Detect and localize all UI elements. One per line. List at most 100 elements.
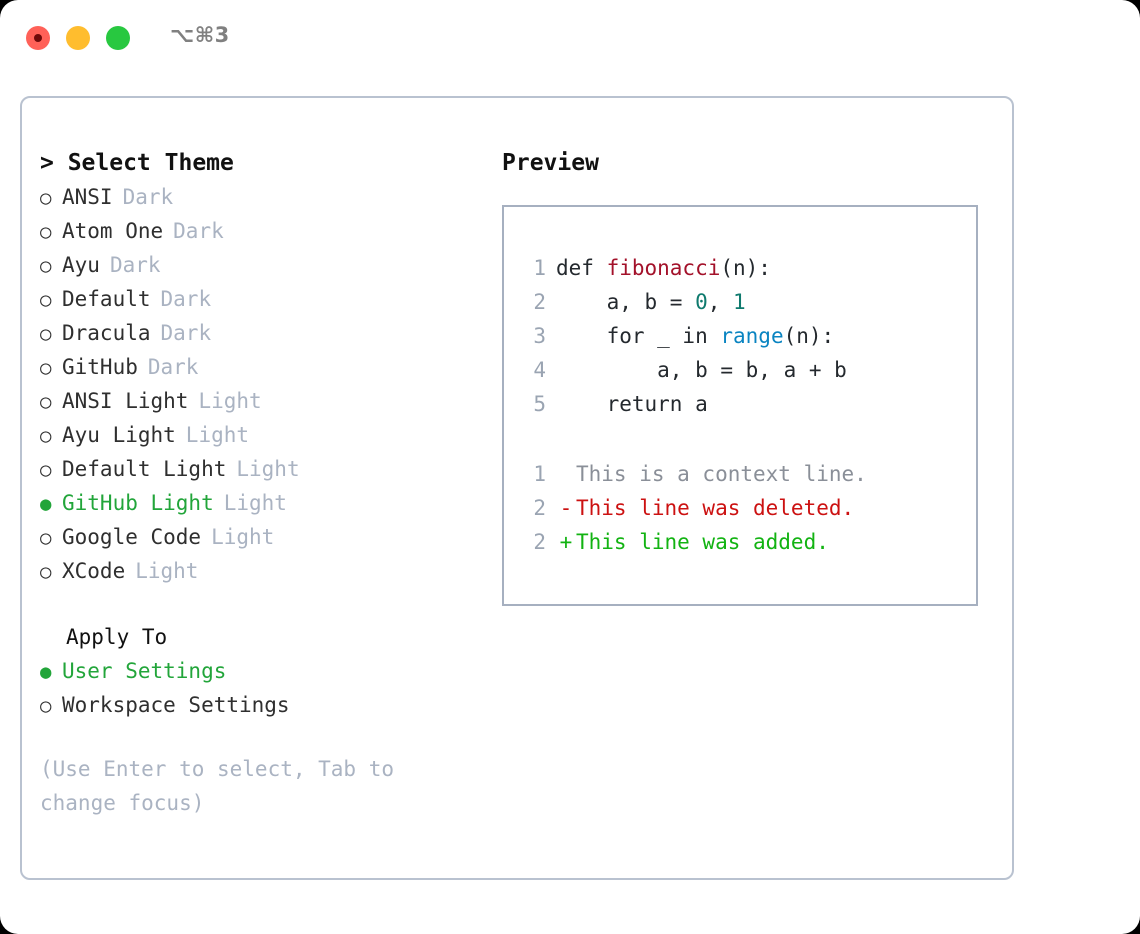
code-line: 2 a, b = 0, 1	[518, 285, 970, 319]
diff-line-context: 1 This is a context line.	[518, 457, 970, 491]
diff-marker-icon: -	[559, 496, 573, 520]
theme-option-xcode[interactable]: ○ XCode Light	[40, 554, 490, 588]
radio-unselected-icon: ○	[40, 561, 52, 583]
minimize-window-button[interactable]	[66, 26, 90, 50]
code-line-content: def fibonacci(n):	[556, 251, 771, 285]
theme-option-default[interactable]: ○ Default Dark	[40, 282, 490, 316]
apply-to-list[interactable]: ● User Settings ○ Workspace Settings	[40, 654, 490, 722]
theme-option-github-light[interactable]: ● GitHub Light Light	[40, 486, 490, 520]
code-line-content: a, b = b, a + b	[556, 353, 847, 387]
diff-sample: 1 This is a context line. 2-This line was…	[518, 457, 970, 559]
line-number: 2	[533, 530, 546, 554]
theme-name: Ayu	[62, 253, 100, 277]
window-traffic-lights	[26, 26, 130, 50]
select-theme-heading: > Select Theme	[40, 150, 234, 176]
code-line: 3 for _ in range(n):	[518, 319, 970, 353]
theme-variant-tag: Dark	[160, 287, 212, 311]
line-number: 4	[533, 358, 546, 382]
theme-variant-tag: Dark	[173, 219, 224, 243]
diff-line-text: This is a context line.	[576, 462, 867, 486]
theme-name: Default	[62, 287, 151, 311]
theme-option-google-code[interactable]: ○ Google Code Light	[40, 520, 490, 554]
line-number: 1	[533, 462, 546, 486]
theme-variant-tag: Dark	[160, 321, 212, 345]
code-line-content: for _ in range(n):	[556, 319, 835, 353]
radio-unselected-icon: ○	[40, 459, 52, 481]
radio-unselected-icon: ○	[40, 695, 52, 717]
theme-name: ANSI	[62, 185, 113, 209]
line-number: 2	[533, 496, 546, 520]
theme-variant-tag: Light	[236, 457, 300, 481]
radio-unselected-icon: ○	[40, 323, 52, 345]
radio-unselected-icon: ○	[40, 289, 52, 311]
line-number: 5	[533, 392, 546, 416]
radio-unselected-icon: ○	[40, 221, 52, 243]
diff-line-text: This line was added.	[576, 530, 829, 554]
theme-option-ayu-light[interactable]: ○ Ayu Light Light	[40, 418, 490, 452]
preview-heading: Preview	[502, 150, 599, 176]
radio-selected-icon: ●	[40, 661, 52, 683]
theme-option-atom-one[interactable]: ○ Atom One Dark	[40, 214, 490, 248]
theme-variant-tag: Dark	[122, 185, 174, 209]
theme-name: ANSI Light	[62, 389, 189, 413]
theme-name: GitHub Light	[62, 491, 214, 515]
keyboard-hint-text: (Use Enter to select, Tab to change focu…	[40, 757, 395, 815]
theme-option-ansi-light[interactable]: ○ ANSI Light Light	[40, 384, 490, 418]
theme-variant-tag: Light	[185, 423, 250, 447]
code-token: ,	[707, 290, 734, 314]
code-line: 1 def fibonacci(n):	[518, 251, 970, 285]
radio-selected-icon: ●	[40, 493, 52, 515]
code-token: 0	[695, 290, 708, 314]
theme-name: Dracula	[62, 321, 151, 345]
code-line-content: return a	[556, 387, 708, 421]
code-token: range	[720, 324, 784, 348]
theme-option-ayu[interactable]: ○ Ayu Dark	[40, 248, 490, 282]
radio-unselected-icon: ○	[40, 391, 52, 413]
theme-name: XCode	[62, 559, 126, 583]
code-token: a, b =	[556, 290, 696, 314]
diff-marker-icon: +	[559, 530, 573, 554]
code-token: (n):	[783, 324, 835, 348]
apply-to-heading: Apply To	[66, 625, 168, 649]
apply-to-label: Workspace Settings	[62, 693, 290, 717]
close-window-button[interactable]	[26, 26, 50, 50]
theme-name: Atom One	[62, 219, 164, 243]
diff-line-added: 2 +This line was added.	[518, 525, 970, 559]
line-number: 2	[533, 290, 546, 314]
radio-unselected-icon: ○	[40, 255, 52, 277]
keyboard-shortcut-label: ⌥⌘3	[170, 23, 230, 47]
theme-name: Ayu Light	[62, 423, 176, 447]
diff-marker-icon	[556, 457, 576, 491]
apply-to-label: User Settings	[62, 659, 227, 683]
theme-variant-tag: Light	[135, 559, 199, 583]
theme-variant-tag: Light	[198, 389, 262, 413]
theme-variant-tag: Dark	[109, 253, 161, 277]
apply-to-option-user-settings[interactable]: ● User Settings	[40, 654, 490, 688]
code-token: a, b = b, a + b	[556, 358, 847, 382]
maximize-window-button[interactable]	[106, 26, 130, 50]
theme-name: Google Code	[62, 525, 202, 549]
code-token: return a	[556, 392, 708, 416]
theme-variant-tag: Light	[211, 525, 275, 549]
theme-variant-tag: Light	[223, 491, 287, 515]
radio-unselected-icon: ○	[40, 357, 52, 379]
theme-variant-tag: Dark	[147, 355, 199, 379]
theme-option-dracula[interactable]: ○ Dracula Dark	[40, 316, 490, 350]
line-number: 1	[533, 256, 546, 280]
code-line-content: a, b = 0, 1	[556, 285, 746, 319]
code-line: 5 return a	[518, 387, 970, 421]
code-token: (n):	[720, 256, 771, 280]
apply-to-option-workspace-settings[interactable]: ○ Workspace Settings	[40, 688, 490, 722]
code-token: def	[556, 256, 607, 280]
radio-unselected-icon: ○	[40, 527, 52, 549]
radio-unselected-icon: ○	[40, 425, 52, 447]
